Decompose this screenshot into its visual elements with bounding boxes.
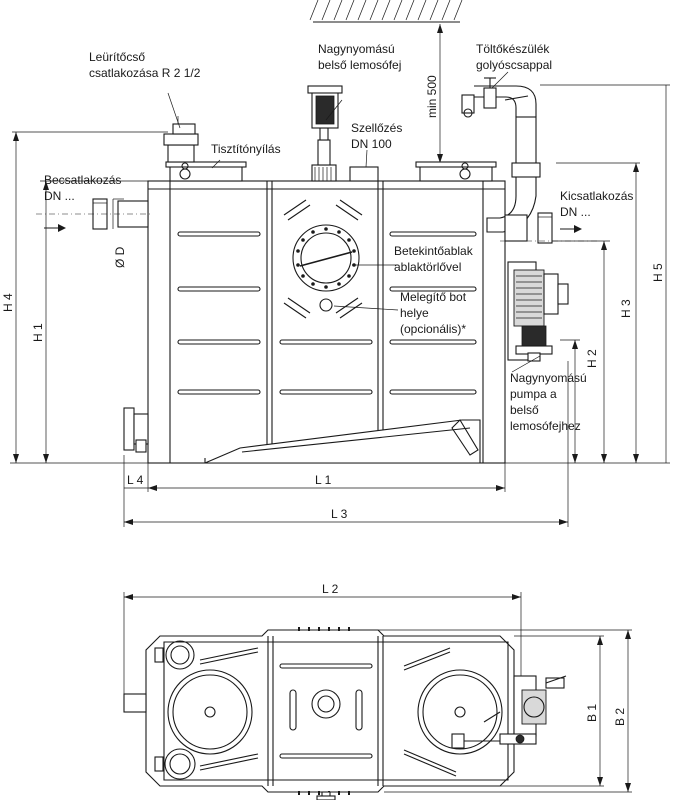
vent-pipe bbox=[349, 166, 379, 182]
pump-label-4: lemosófejhez bbox=[510, 419, 581, 433]
hp-cleaning-head bbox=[307, 85, 343, 182]
dim-b1: B 1 bbox=[585, 704, 599, 722]
pump-label-1: Nagynyomású bbox=[510, 371, 587, 385]
dim-h2: H 2 bbox=[585, 349, 599, 368]
dim-l2: L 2 bbox=[322, 582, 339, 596]
outlet-label-1: Kicsatlakozás bbox=[560, 189, 633, 203]
cleaning-opening-label: Tisztítónyílás bbox=[211, 142, 281, 156]
pump-label-3: belső bbox=[510, 403, 539, 417]
outlet-arrow bbox=[560, 225, 582, 233]
side-view-dimensions bbox=[10, 84, 670, 527]
inlet-label-1: Becsatlakozás bbox=[44, 173, 121, 187]
filler-label-2: golyóscsappal bbox=[476, 58, 552, 72]
top-lid-right bbox=[415, 161, 497, 182]
pump-label-2: pumpa a bbox=[510, 387, 557, 401]
dim-l3: L 3 bbox=[331, 507, 348, 521]
vent-label-2: DN 100 bbox=[351, 137, 392, 151]
dim-l1: L 1 bbox=[315, 473, 332, 487]
ceiling-hatch bbox=[309, 0, 463, 23]
tank-body bbox=[147, 180, 506, 464]
leader-lines bbox=[167, 71, 541, 373]
filler-device bbox=[461, 77, 541, 233]
drain-flange bbox=[123, 407, 149, 453]
hp-head-label-1: Nagynyomású bbox=[318, 42, 395, 56]
dim-h4: H 4 bbox=[1, 293, 15, 312]
filler-label-1: Töltőkészülék bbox=[476, 42, 550, 56]
inlet-label-2: DN ... bbox=[44, 189, 75, 203]
heater-label-2: helye bbox=[400, 306, 429, 320]
vent-label-1: Szellőzés bbox=[351, 121, 402, 135]
window-label-2: ablaktörlővel bbox=[394, 260, 461, 274]
inspection-window bbox=[292, 224, 360, 292]
heater-label-3: (opcionális)* bbox=[400, 322, 466, 336]
hp-pump bbox=[507, 261, 569, 362]
heater-rod-position bbox=[319, 298, 333, 312]
top-view: L 2 bbox=[123, 582, 632, 800]
dim-h1: H 1 bbox=[31, 323, 45, 342]
outlet-pipe bbox=[500, 212, 600, 244]
heater-label-1: Melegítő bot bbox=[400, 290, 467, 304]
dim-od: Ø D bbox=[113, 246, 127, 268]
min-clearance-label: min 500 bbox=[425, 75, 439, 118]
inlet-arrow bbox=[44, 224, 66, 232]
min-clearance-dimension: min 500 bbox=[425, 24, 443, 163]
dim-l4: L 4 bbox=[127, 473, 144, 487]
hp-head-label-2: belső lemosófej bbox=[318, 58, 401, 72]
dim-h3: H 3 bbox=[619, 299, 633, 318]
dim-b2: B 2 bbox=[613, 708, 627, 726]
dim-h5: H 5 bbox=[651, 263, 665, 282]
window-label-1: Betekintőablak bbox=[394, 244, 474, 258]
drain-connection-label-2: csatlakozása R 2 1/2 bbox=[89, 66, 201, 80]
inlet-pipe bbox=[36, 198, 150, 230]
drain-connection-label-1: Leürítőcső bbox=[89, 50, 145, 64]
outlet-label-2: DN ... bbox=[560, 205, 591, 219]
top-cleaning-opening bbox=[163, 116, 247, 182]
